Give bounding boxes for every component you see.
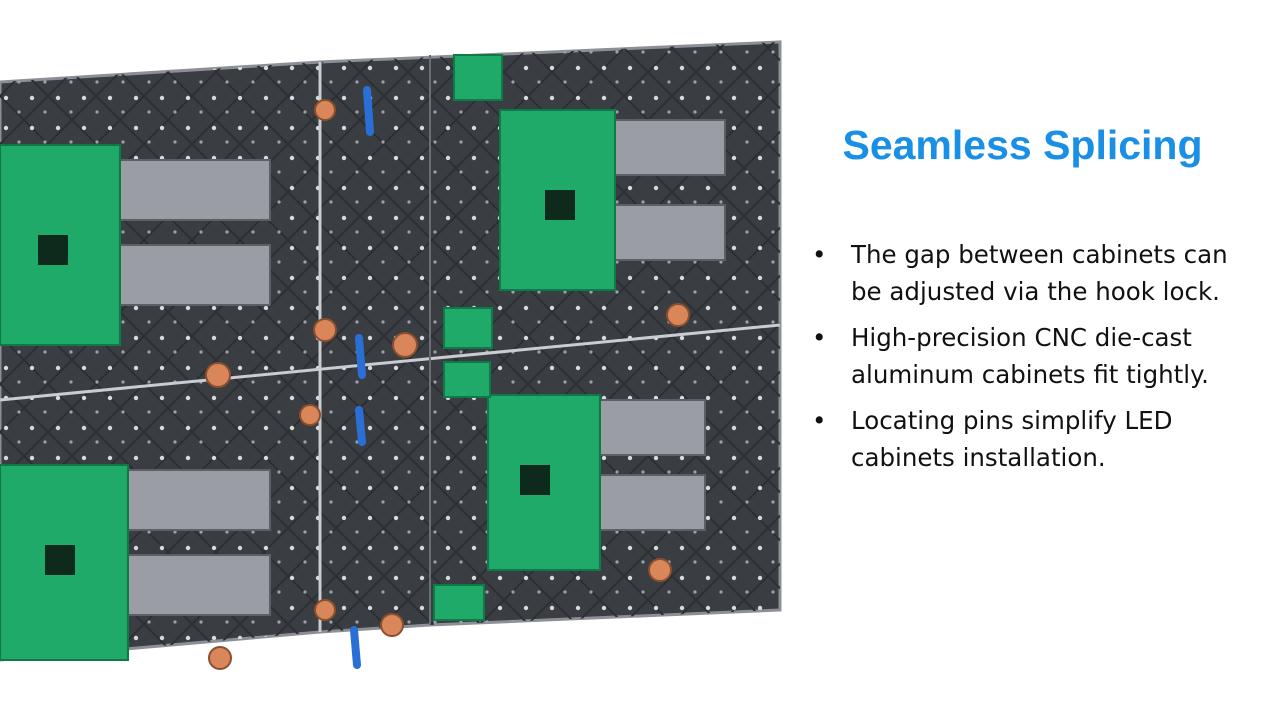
bullet-item: • The gap between cabinets can be adjust… [812, 236, 1252, 310]
locating-pins [350, 86, 374, 669]
bullet-dot-icon: • [812, 323, 827, 352]
hook-lock-icon [208, 646, 232, 670]
hook-lock-icon [313, 318, 337, 342]
bullet-item: • Locating pins simplify LED cabinets in… [812, 402, 1252, 476]
bullet-text: Locating pins simplify LED cabinets inst… [851, 406, 1173, 472]
hook-locks [205, 99, 690, 670]
pcb-small [443, 307, 493, 349]
hook-lock-icon [205, 362, 231, 388]
locating-pin-icon [355, 406, 366, 446]
bullet-text: The gap between cabinets can be adjusted… [851, 240, 1228, 306]
bullet-dot-icon: • [812, 406, 827, 435]
locating-pin-icon [363, 86, 374, 136]
locating-pin-icon [350, 626, 361, 669]
pcb-small [453, 54, 503, 101]
hook-lock-icon [666, 303, 690, 327]
led-cabinet-photo [0, 40, 782, 670]
hook-lock-icon [299, 404, 321, 426]
pcb-small [443, 361, 491, 398]
bullet-list: • The gap between cabinets can be adjust… [812, 236, 1252, 485]
pcb-small [433, 584, 485, 621]
bullet-item: • High-precision CNC die-cast aluminum c… [812, 319, 1252, 393]
locating-pin-icon [355, 334, 366, 379]
hook-lock-icon [314, 99, 336, 121]
cabinet-split-horizontal [0, 323, 781, 402]
hook-lock-icon [314, 599, 336, 621]
hook-lock-icon [380, 613, 404, 637]
hook-lock-icon [392, 332, 418, 358]
slide-title: Seamless Splicing [842, 122, 1203, 168]
module-blocks [119, 119, 726, 616]
bullet-dot-icon: • [812, 240, 827, 269]
bullet-text: High-precision CNC die-cast aluminum cab… [851, 323, 1209, 389]
hook-lock-icon [648, 558, 672, 582]
